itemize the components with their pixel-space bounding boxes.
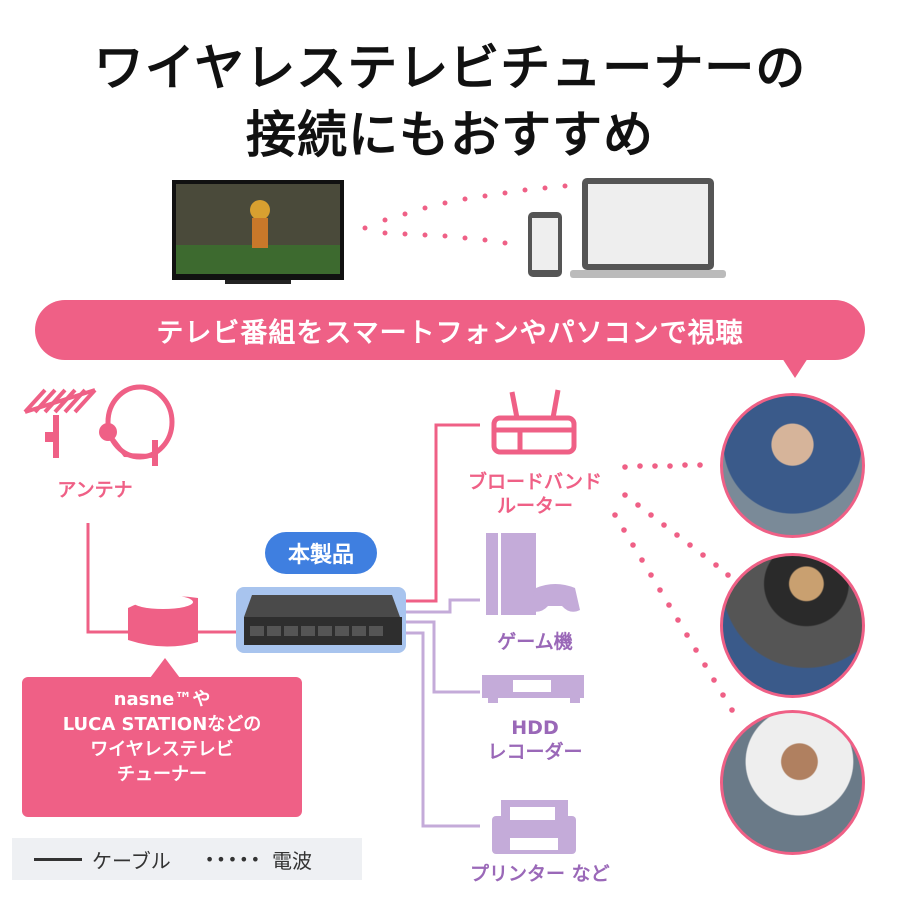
connection-lines xyxy=(23,384,743,854)
hdd-label-line-2: レコーダー xyxy=(487,741,583,763)
router-icon xyxy=(491,389,577,455)
callout-tail xyxy=(150,658,180,678)
printer-icon xyxy=(492,800,576,854)
hdd-label-line-1: HDD xyxy=(511,717,559,739)
router-label-line-2: ルーター xyxy=(496,495,573,517)
product-badge: 本製品 xyxy=(265,532,377,574)
hdd-label: HDD レコーダー xyxy=(470,716,600,764)
wireless-dots-tv xyxy=(362,183,568,246)
callout-line-1: nasne™や xyxy=(113,689,211,710)
router-label: ブロードバンド ルーター xyxy=(440,470,630,518)
banner: テレビ番組をスマートフォンやパソコンで視聴 xyxy=(35,300,865,360)
hdd-recorder-icon xyxy=(482,675,584,703)
callout-line-4: チューナー xyxy=(117,764,207,785)
network-switch-icon xyxy=(236,587,406,653)
tuner-callout: nasne™や LUCA STATIONなどの ワイヤレステレビ チューナー xyxy=(22,677,302,817)
title-line-2: 接続にもおすすめ xyxy=(246,106,654,164)
title-line-1: ワイヤレステレビチューナーの xyxy=(93,39,807,97)
tv-icon xyxy=(172,180,344,284)
banner-tail xyxy=(782,358,808,378)
tuner-icon xyxy=(128,595,198,647)
legend-wireless: 電波 xyxy=(272,848,312,873)
wireless-dots-router xyxy=(612,462,743,713)
photo-man-smartphone xyxy=(720,393,865,538)
smartphone-icon xyxy=(528,212,562,277)
cable-line-icon xyxy=(34,857,82,861)
top-devices-illustration xyxy=(172,178,726,284)
legend: ケーブル ••••• 電波 xyxy=(12,838,362,880)
router-label-line-1: ブロードバンド xyxy=(468,471,602,493)
photo-hands-smartphone xyxy=(720,553,865,698)
wireless-dots-icon: ••••• xyxy=(204,849,262,869)
printer-label: プリンター など xyxy=(470,863,610,885)
callout-line-3: ワイヤレステレビ xyxy=(90,739,234,760)
photo-woman-laptop xyxy=(720,710,865,855)
laptop-icon xyxy=(570,178,726,278)
game-console-icon xyxy=(486,533,580,615)
game-label: ゲーム機 xyxy=(497,631,573,653)
antenna-icon xyxy=(23,384,175,466)
callout-line-2: LUCA STATIONなどの xyxy=(62,714,262,735)
antenna-label: アンテナ xyxy=(57,479,133,501)
legend-cable: ケーブル xyxy=(92,848,171,873)
